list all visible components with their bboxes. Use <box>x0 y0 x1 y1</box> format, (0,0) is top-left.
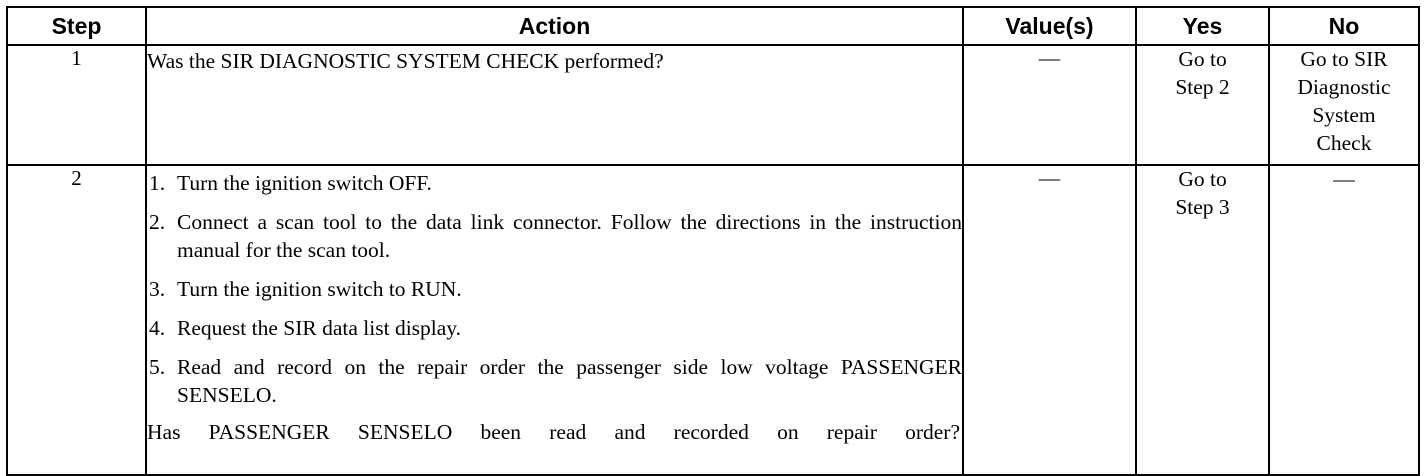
list-item-text: Request the SIR data list display. <box>177 315 462 340</box>
column-header-no: No <box>1268 6 1420 46</box>
list-item: 5. Read and record on the repair order t… <box>147 354 962 410</box>
column-header-step: Step <box>6 6 147 46</box>
list-item-number: 2. <box>149 209 166 234</box>
table-row: 1 Was the SIR DIAGNOSTIC SYSTEM CHECK pe… <box>6 44 1420 166</box>
table-header: Step Action Value(s) Yes No <box>6 6 1420 46</box>
list-item: 1. Turn the ignition switch OFF. <box>147 170 962 198</box>
list-item-number: 5. <box>149 354 166 379</box>
value-dash: — <box>1038 46 1061 70</box>
list-item: 3. Turn the ignition switch to RUN. <box>147 276 962 304</box>
cell-no: Go to SIR Diagnostic System Check <box>1268 44 1420 166</box>
cell-step-number: 2 <box>6 163 147 476</box>
action-step-list: 1. Turn the ignition switch OFF. 2. Conn… <box>147 170 962 410</box>
list-item: 2. Connect a scan tool to the data link … <box>147 209 962 265</box>
cell-no: — <box>1268 163 1420 476</box>
value-dash: — <box>1038 166 1061 190</box>
yes-line: Go to <box>1178 167 1227 191</box>
list-item-number: 3. <box>149 276 166 301</box>
cell-step-number: 1 <box>6 44 147 166</box>
list-item-number: 4. <box>149 315 166 340</box>
list-item-text: Turn the ignition switch OFF. <box>177 171 432 195</box>
list-item: 4. Request the SIR data list display. <box>147 315 962 343</box>
cell-yes: Go to Step 3 <box>1135 163 1270 476</box>
table-header-row: Step Action Value(s) Yes No <box>6 6 1420 46</box>
action-closing-question: Has PASSENGER SENSELO been read and reco… <box>147 419 960 444</box>
cell-action: 1. Turn the ignition switch OFF. 2. Conn… <box>145 163 964 476</box>
column-header-action: Action <box>145 6 964 46</box>
document-page: Step Action Value(s) Yes No 1 Was the SI… <box>0 6 1424 476</box>
cell-values: — <box>962 44 1137 166</box>
list-item-text: Turn the ignition switch to RUN. <box>177 276 462 301</box>
cell-action: Was the SIR DIAGNOSTIC SYSTEM CHECK perf… <box>145 44 964 166</box>
list-item-number: 1. <box>149 171 166 195</box>
yes-line: Go to <box>1178 47 1227 71</box>
list-item-text: Connect a scan tool to the data link con… <box>177 209 962 262</box>
yes-line: Step 2 <box>1175 74 1230 99</box>
list-item-text: Read and record on the repair order the … <box>177 354 962 407</box>
table-row: 2 1. Turn the ignition switch OFF. 2. Co… <box>6 163 1420 476</box>
no-line: Diagnostic <box>1297 74 1391 99</box>
no-line: — <box>1333 167 1355 191</box>
cell-values: — <box>962 163 1137 476</box>
diagnostic-procedure-table: Step Action Value(s) Yes No 1 Was the SI… <box>6 6 1420 476</box>
no-line: Check <box>1316 130 1372 155</box>
cell-yes: Go to Step 2 <box>1135 44 1270 166</box>
action-question-text: Was the SIR DIAGNOSTIC SYSTEM CHECK perf… <box>147 49 664 73</box>
column-header-yes: Yes <box>1135 6 1270 46</box>
no-line: Go to SIR <box>1300 47 1388 71</box>
column-header-values: Value(s) <box>962 6 1137 46</box>
no-line: System <box>1312 102 1376 127</box>
yes-line: Step 3 <box>1175 194 1230 219</box>
table-body: 1 Was the SIR DIAGNOSTIC SYSTEM CHECK pe… <box>6 44 1420 476</box>
